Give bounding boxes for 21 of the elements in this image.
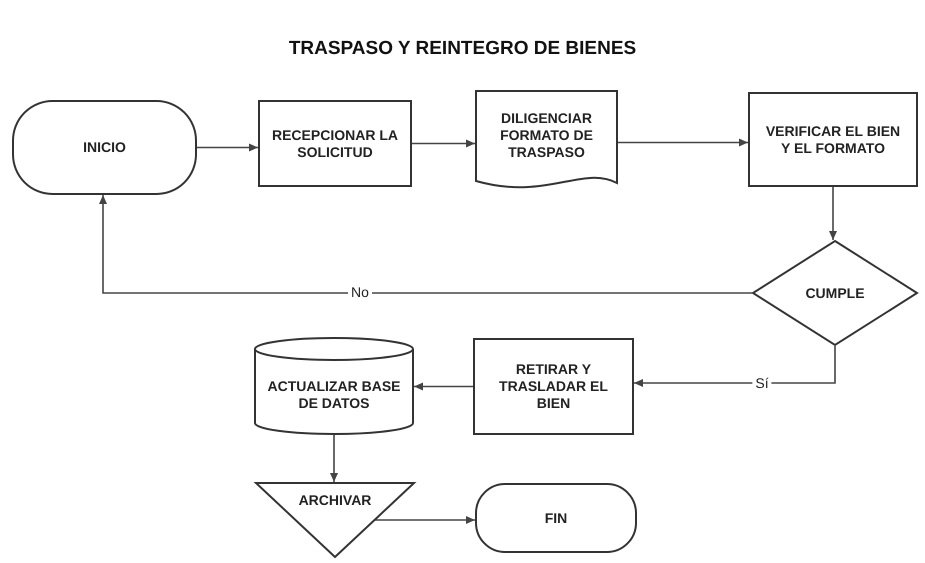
arrow [375,516,475,524]
node-label: RECEPCIONAR LA SOLICITUD [270,126,399,160]
node-label: DILIGENCIAR FORMATO DE TRASPASO [499,110,594,161]
edge-label: Sí [752,375,772,391]
arrow [618,138,748,146]
edge-label: No [348,284,372,300]
node-label: INICIO [83,139,126,156]
arrow [634,346,836,387]
diagram-title: TRASPASO Y REINTEGRO DE BIENES [288,38,638,60]
node-label: ACTUALIZAR BASE DE DATOS [266,378,402,412]
node-label: FIN [544,510,568,526]
arrow [197,144,258,152]
arrow [829,187,837,240]
arrow [412,140,475,148]
arrow [330,435,338,482]
node-label: RETIRAR Y TRASLADAR EL BIEN [498,361,609,412]
arrow [99,195,752,294]
node-label: CUMPLE [805,284,865,302]
node-label: VERIFICAR EL BIEN Y EL FORMATO [764,122,902,156]
node-label: ARCHIVAR [298,492,372,508]
arrow [414,382,473,390]
